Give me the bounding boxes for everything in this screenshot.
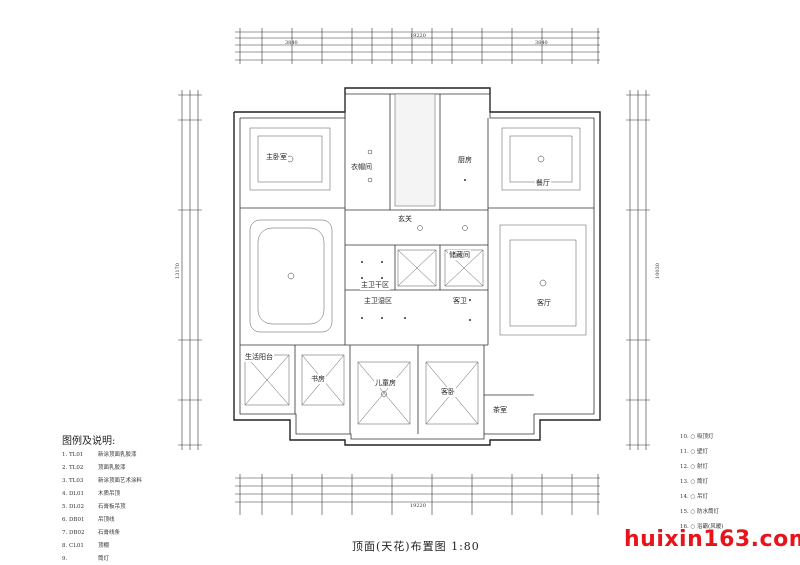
- watermark: huixin163.com: [624, 527, 800, 552]
- room-child: 儿童房: [374, 378, 397, 388]
- room-guest: 客卧: [440, 387, 456, 397]
- legend-right-num: 11. ○: [680, 449, 698, 455]
- room-entry: 玄关: [397, 214, 413, 224]
- legend-left-text: 新涂顶面乳胶漆: [98, 452, 137, 458]
- legend-left-code: 9.: [62, 556, 68, 562]
- dim-side-mid: 10030: [654, 263, 661, 279]
- legend-left-item: 3. TL03 新涂顶面艺术涂料: [62, 476, 142, 484]
- legend-left-text: 新涂顶面艺术涂料: [98, 478, 143, 484]
- room-kitchen: 厨房: [457, 155, 473, 165]
- legend-left-item: 2. TL02 顶面乳胶漆: [62, 463, 126, 471]
- room-cloak: 衣帽间: [350, 162, 373, 172]
- legend-right-item: 14. ○ 吊灯: [680, 492, 708, 500]
- legend-left-code: 5. DL02: [62, 504, 85, 510]
- legend-left-code: 4. DL01: [62, 491, 85, 497]
- legend-right-item: 16. ○ 浴霸(风暖): [680, 522, 723, 530]
- legend-left-text: 石膏板吊顶: [98, 504, 126, 510]
- room-wash: 主卫干区: [360, 280, 390, 290]
- legend-right-num: 12. ○: [680, 464, 698, 470]
- legend-right-num: 14. ○: [680, 494, 698, 500]
- legend-left-text: 吊顶线: [98, 517, 115, 523]
- legend-left-item: 7. DB02 石膏线条: [62, 528, 120, 536]
- legend-right-item: 11. ○ 壁灯: [680, 447, 708, 455]
- legend-right-num: 10. ○: [680, 434, 698, 440]
- legend-right-num: 13. ○: [680, 479, 698, 485]
- room-living: 客厅: [536, 298, 552, 308]
- legend-left-item: 6. DB01 吊顶线: [62, 515, 115, 523]
- legend-left-item: 4. DL01 木质吊顶: [62, 489, 120, 497]
- legend-left-text: 石膏线条: [98, 530, 121, 536]
- legend-right-text: 筒灯: [697, 479, 709, 485]
- legend-left-item: 5. DL02 石膏板吊顶: [62, 502, 126, 510]
- legend-right-text: 壁灯: [697, 449, 709, 455]
- legend-left-item: 1. TL01 新涂顶面乳胶漆: [62, 450, 137, 458]
- legend-left-item: 8. CL01 顶棚: [62, 541, 109, 549]
- legend-right-num: 16. ○: [680, 524, 698, 530]
- room-bath: 主卫湿区: [363, 296, 393, 306]
- legend-left-text: 木质吊顶: [98, 491, 121, 497]
- legend-left-code: 2. TL02: [62, 465, 84, 471]
- legend-left-text: 顶面乳胶漆: [98, 465, 126, 471]
- dim-bottom-total: 19220: [410, 503, 426, 509]
- legend-left-item: 9. 筒灯: [62, 554, 109, 562]
- legend-left-code: 6. DB01: [62, 517, 85, 523]
- legend-right-text: 浴霸(风暖): [697, 524, 724, 530]
- dim-top-b: 3840: [535, 40, 548, 46]
- legend-right-text: 吊灯: [697, 494, 709, 500]
- room-guest-wc: 客卫: [452, 296, 468, 306]
- legend-left-code: 1. TL01: [62, 452, 84, 458]
- page-title: 顶面(天花)布置图 1:80: [352, 540, 480, 553]
- legend-left-code: 7. DB02: [62, 530, 85, 536]
- legend-left-code: 3. TL03: [62, 478, 84, 484]
- legend-right-text: 吸顶灯: [697, 434, 714, 440]
- room-dining: 餐厅: [535, 178, 551, 188]
- legend-right-item: 15. ○ 防水筒灯: [680, 507, 719, 515]
- room-master-bed: 主卧室: [265, 152, 288, 162]
- room-tea: 茶室: [492, 405, 508, 415]
- dim-side-total: 13170: [174, 263, 181, 279]
- legend-right-item: 12. ○ 射灯: [680, 462, 708, 470]
- legend-left-text: 顶棚: [98, 543, 110, 549]
- dim-top-a: 3840: [285, 40, 298, 46]
- room-study: 书房: [310, 374, 326, 384]
- room-balcony: 生活阳台: [244, 352, 274, 362]
- legend-right-item: 10. ○ 吸顶灯: [680, 432, 714, 440]
- legend-right-text: 射灯: [697, 464, 709, 470]
- legend-right-item: 13. ○ 筒灯: [680, 477, 708, 485]
- legend-title: 图例及说明:: [62, 436, 116, 447]
- legend-right-text: 防水筒灯: [697, 509, 720, 515]
- room-storage: 储藏间: [448, 250, 471, 260]
- legend-right-num: 15. ○: [680, 509, 698, 515]
- legend-left-text: 筒灯: [98, 556, 110, 562]
- dim-top-total: 19220: [410, 33, 426, 39]
- legend-left-code: 8. CL01: [62, 543, 84, 549]
